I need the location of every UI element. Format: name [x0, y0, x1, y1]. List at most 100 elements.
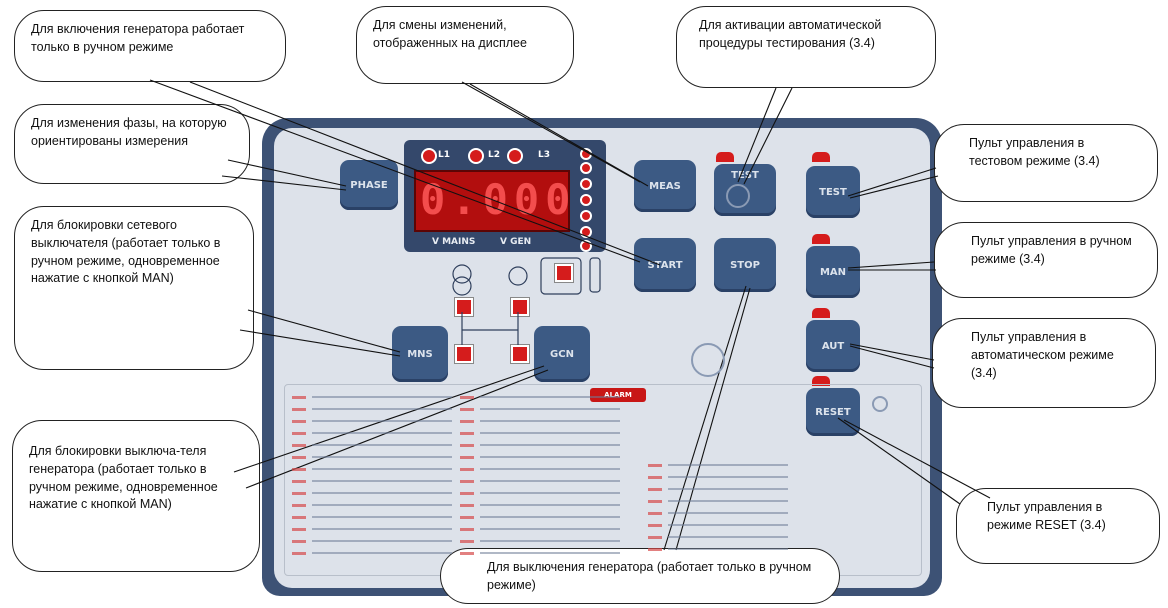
alarm-description-line — [480, 504, 620, 506]
v-mains-label: V MAINS — [432, 237, 476, 247]
reset-button[interactable]: RESET — [806, 388, 860, 436]
alarm-description-line — [480, 528, 620, 530]
l2-led — [468, 148, 484, 164]
alarm-description-line — [312, 504, 452, 506]
alarm-description-line — [668, 500, 788, 502]
alarm-code-mark — [292, 504, 306, 507]
l1-led-left — [421, 148, 437, 164]
alarm-description-line — [668, 536, 788, 538]
alarm-description-line — [312, 408, 452, 410]
gen-contactor-led — [554, 263, 574, 283]
measure-led-4 — [580, 194, 608, 207]
pointer-gen-lock — [233, 365, 545, 473]
alarm-code-mark — [292, 540, 306, 543]
alarm-description-line — [312, 420, 452, 422]
pointer-gen-off — [663, 285, 747, 551]
alarm-code-mark — [460, 456, 474, 459]
callout-test-mode: Пульт управления в тестовом режиме (3.4) — [934, 124, 1158, 202]
alarm-code-mark — [292, 528, 306, 531]
callout-auto-mode: Пульт управления в автоматическом режиме… — [932, 318, 1156, 408]
pointer-phase — [227, 159, 347, 187]
measure-led-2 — [580, 162, 608, 175]
alarm-description-line — [480, 540, 620, 542]
alarm-description-line — [480, 432, 620, 434]
mains-led-upper — [454, 297, 474, 317]
alarm-description-line — [312, 468, 452, 470]
alarm-code-mark — [648, 488, 662, 491]
phase-label-l3: L3 — [538, 150, 550, 160]
alarm-code-mark — [292, 516, 306, 519]
test-button-led — [716, 152, 734, 162]
alarm-code-mark — [648, 536, 662, 539]
mode-test-button[interactable]: TEST — [806, 166, 860, 218]
reset-led — [812, 376, 830, 386]
mns-button[interactable]: MNS — [392, 326, 448, 382]
man-led — [812, 234, 830, 244]
alarm-code-mark — [292, 552, 306, 555]
alarm-code-mark — [648, 524, 662, 527]
alarm-description-line — [480, 516, 620, 518]
gcn-button[interactable]: GCN — [534, 326, 590, 382]
pointer-display-change — [461, 81, 641, 183]
callout-gen-lock: Для блокировки выключа-теля генератора (… — [12, 420, 260, 572]
mains-breaker-led — [454, 344, 474, 364]
alarm-code-mark — [292, 480, 306, 483]
callout-gen-on: Для включения генератора работает только… — [14, 10, 286, 82]
alarm-description-line — [480, 408, 620, 410]
alarm-code-mark — [460, 408, 474, 411]
alarm-description-line — [312, 396, 452, 398]
alarm-description-line — [668, 512, 788, 514]
alarm-description-line — [480, 420, 620, 422]
pointer-auto-mode — [849, 343, 935, 361]
alarm-code-mark — [460, 528, 474, 531]
callout-mains-lock: Для блокировки сетевого выключателя (раб… — [14, 206, 254, 370]
pointer-auto-test — [737, 87, 777, 183]
alarm-code-mark — [292, 456, 306, 459]
pointer-reset-mode — [837, 417, 961, 505]
alarm-code-mark — [460, 552, 474, 555]
alarm-code-mark — [460, 468, 474, 471]
alarm-code-mark — [292, 444, 306, 447]
alarm-description-line — [668, 548, 788, 550]
pointer-mains-lock — [247, 309, 401, 353]
test-clock-icon — [726, 184, 750, 208]
gen-led-upper — [510, 297, 530, 317]
battery-icon — [589, 257, 601, 293]
generator-symbol-icon — [508, 266, 528, 286]
alarm-description-line — [668, 488, 788, 490]
meas-button[interactable]: MEAS — [634, 160, 696, 212]
alarm-description-line — [668, 476, 788, 478]
alarm-code-mark — [460, 480, 474, 483]
start-button[interactable]: START — [634, 238, 696, 292]
alarm-code-mark — [292, 492, 306, 495]
alarm-code-mark — [648, 464, 662, 467]
alarm-description-line — [480, 552, 620, 554]
alarm-code-mark — [292, 432, 306, 435]
alarm-description-line — [480, 492, 620, 494]
callout-man-mode: Пульт управления в ручном режиме (3.4) — [934, 222, 1158, 298]
alarm-description-line — [312, 552, 452, 554]
display-readout: 0.000 — [420, 175, 577, 224]
alarm-description-line — [312, 456, 452, 458]
alarm-code-mark — [648, 512, 662, 515]
callout-auto-test: Для активации автоматической процедуры т… — [676, 6, 936, 88]
test-button[interactable]: TEST — [714, 164, 776, 216]
stop-button[interactable]: STOP — [714, 238, 776, 292]
alarm-description-line — [480, 444, 620, 446]
alarm-description-line — [312, 492, 452, 494]
pointer-man-mode — [847, 261, 935, 269]
alarm-code-mark — [460, 492, 474, 495]
man-button[interactable]: MAN — [806, 246, 860, 298]
alarm-code-mark — [648, 500, 662, 503]
measure-led-3 — [580, 178, 608, 191]
l3-led — [507, 148, 523, 164]
alarm-code-mark — [460, 504, 474, 507]
alarm-code-mark — [460, 444, 474, 447]
alarm-code-mark — [648, 548, 662, 551]
mains-symbol-icon — [452, 264, 472, 284]
alarm-description-line — [480, 480, 620, 482]
alarm-code-mark — [460, 396, 474, 399]
callout-display-change: Для смены изменений, отображенных на дис… — [356, 6, 574, 84]
alarm-description-line — [480, 396, 620, 398]
